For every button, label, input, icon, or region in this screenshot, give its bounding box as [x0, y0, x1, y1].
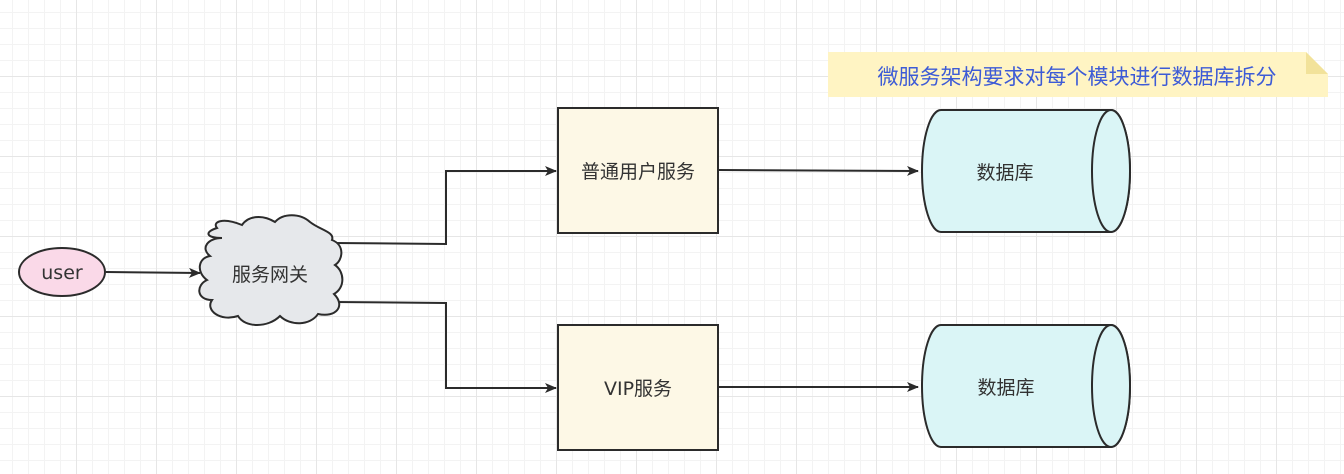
- normal-service-box: [557, 107, 719, 234]
- normal-service-label: 普通用户服务: [581, 161, 695, 183]
- cloud-shape: [198, 214, 344, 326]
- db-top-end: [1091, 109, 1131, 233]
- vip-service-box: [557, 324, 719, 451]
- db-bottom-end: [1091, 324, 1131, 448]
- note-callout[interactable]: 微服务架构要求对每个模块进行数据库拆分: [828, 52, 1328, 97]
- edge-gateway-vip-service: [333, 301, 557, 393]
- node-user[interactable]: user: [18, 247, 106, 297]
- node-gateway[interactable]: 服务网关: [198, 214, 344, 326]
- user-ellipse: [18, 247, 106, 297]
- note-text: 微服务架构要求对每个模块进行数据库拆分: [878, 65, 1277, 89]
- node-db-top[interactable]: 数据库: [921, 109, 1131, 233]
- note-shape: [828, 52, 1328, 97]
- gateway-label: 服务网关: [232, 264, 308, 286]
- node-normal-service[interactable]: 普通用户服务: [557, 107, 719, 234]
- user-label: user: [41, 262, 83, 284]
- db-top-label: 数据库: [976, 162, 1033, 184]
- edge-gateway-normal-service: [333, 166, 557, 246]
- edge-normal-service-db: [718, 165, 919, 176]
- db-bottom-label: 数据库: [977, 377, 1034, 399]
- note-fold: [1306, 52, 1328, 74]
- node-db-bottom[interactable]: 数据库: [921, 324, 1131, 448]
- node-vip-service[interactable]: VIP服务: [557, 324, 719, 451]
- vip-service-label: VIP服务: [604, 378, 672, 400]
- edge-user-gateway: [105, 267, 201, 278]
